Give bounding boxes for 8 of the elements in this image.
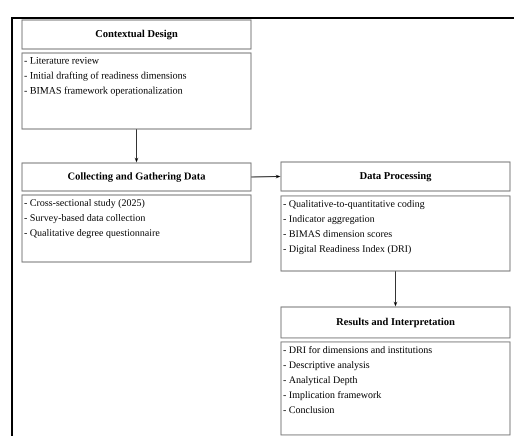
task-list-box: - Literature review - Initial drafting of readiness dimensions - BIMAS framework operationalization [22, 52, 252, 130]
task-list-box: - DRI for dimensions and institutions - Descriptive analysis - Analytical Depth - Implication framework - Conclusion [280, 342, 510, 436]
stage-heading-box: Results and Interpretation [280, 306, 510, 338]
stage-heading-box: Collecting and Gathering Data [22, 162, 252, 192]
task-list-box: - Cross-sectional study (2025) - Survey-based data collection - Qualitative degree questionnaire [22, 194, 252, 262]
task-list-box: - Qualitative-to-quantitative coding - Indicator aggregation - BIMAS dimension scores - Digital Readiness Index (DRI) [280, 196, 510, 272]
stage-heading-box: Contextual Design [22, 20, 252, 50]
stage-heading-box: Data Processing [280, 162, 510, 192]
